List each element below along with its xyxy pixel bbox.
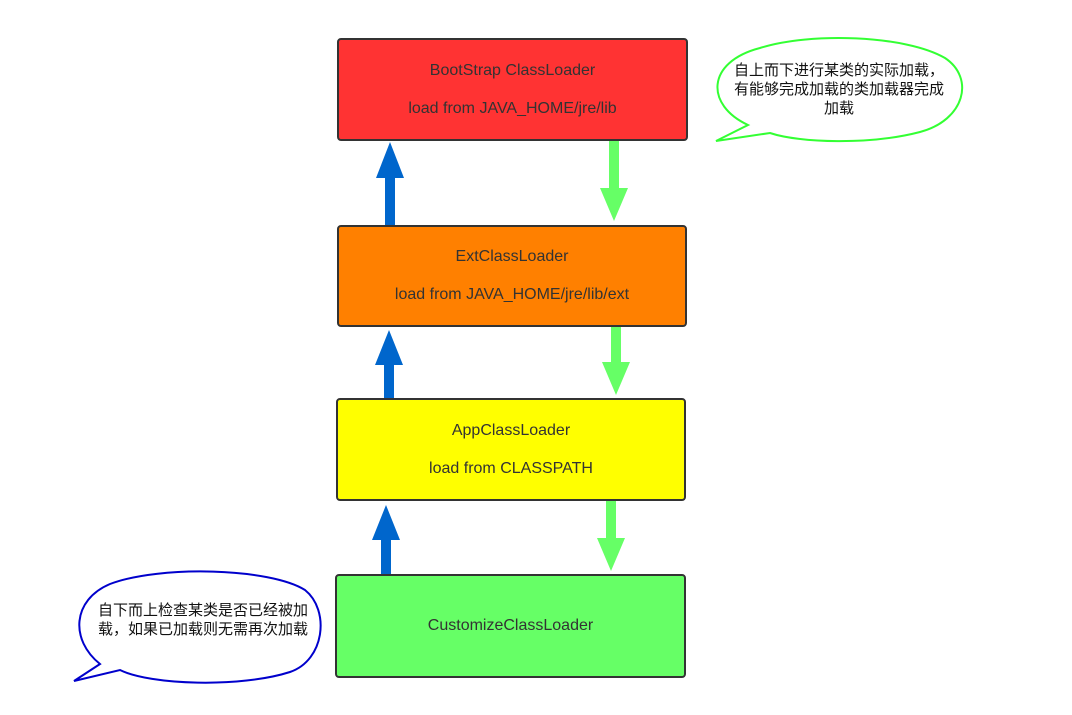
bootstrap-classloader-name: BootStrap ClassLoader <box>429 61 596 79</box>
callout-bottom-text: 自下而上检查某类是否已经被加载，如果已加载则无需再次加载 <box>97 601 308 638</box>
bootstrap-classloader-box: BootStrap ClassLoader load from JAVA_HOM… <box>337 38 688 141</box>
ext-classloader-box: ExtClassLoader load from JAVA_HOME/jre/l… <box>337 225 687 327</box>
callout-top-text: 自上而下进行某类的实际加载，有能够完成加载的类加载器完成加载 <box>733 61 944 117</box>
down-arrow-app-to-custom <box>597 501 625 571</box>
customize-classloader-name: CustomizeClassLoader <box>427 617 594 634</box>
ext-classloader-name: ExtClassLoader <box>455 248 569 265</box>
callout-top-bubble <box>715 36 964 143</box>
app-classloader-name: AppClassLoader <box>451 421 571 439</box>
up-arrow-app-to-ext <box>375 330 403 398</box>
app-classloader-path: load from CLASSPATH <box>429 459 593 477</box>
up-arrow-custom-to-app <box>372 505 400 574</box>
down-arrow-ext-to-app <box>602 327 630 395</box>
down-arrow-bootstrap-to-ext <box>600 141 628 221</box>
ext-classloader-path: load from JAVA_HOME/jre/lib/ext <box>394 286 630 303</box>
customize-classloader-box: CustomizeClassLoader <box>335 574 686 678</box>
callout-bottom-bubble <box>73 570 322 684</box>
bootstrap-classloader-path: load from JAVA_HOME/jre/lib <box>408 99 617 117</box>
up-arrow-ext-to-bootstrap <box>376 142 404 225</box>
app-classloader-box: AppClassLoader load from CLASSPATH <box>336 398 686 501</box>
